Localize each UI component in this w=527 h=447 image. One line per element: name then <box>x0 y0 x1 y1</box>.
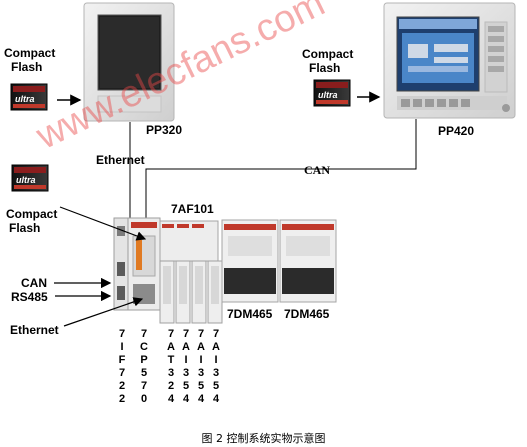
compact-flash-label-left: Compact Flash <box>4 46 55 74</box>
figure-caption: 图 2 控制系统实物示意图 <box>201 432 326 445</box>
col6-char: 7 <box>212 328 220 340</box>
col5-char: 5 <box>197 380 205 392</box>
col2-char: 7 <box>140 380 148 392</box>
col5-char: I <box>199 354 203 366</box>
col1-char: 7 <box>118 328 126 340</box>
pp320-panel <box>83 2 175 122</box>
module-7dm465-label-a: 7DM465 <box>227 307 273 321</box>
cf-right-line2: Flash <box>309 61 341 75</box>
module-column-7if722: 7 I F 7 2 2 <box>117 328 127 406</box>
col1-char: I <box>120 341 124 353</box>
compact-flash-card-right <box>313 79 351 107</box>
cf-left-line2: Flash <box>11 60 43 74</box>
ethernet-label-top: Ethernet <box>96 153 145 167</box>
col4-char: A <box>182 341 190 353</box>
can-bus-label: CAN <box>304 163 330 177</box>
module-column-7ai354-b: 7 A I 3 5 4 <box>196 328 206 406</box>
col5-char: 7 <box>197 328 205 340</box>
pp320-label: PP320 <box>146 123 183 137</box>
arrow-cf-to-cpu <box>59 206 147 241</box>
module-column-7cp570: 7 C P 5 7 0 <box>139 328 149 406</box>
col5-char: 3 <box>197 367 205 379</box>
ethernet-port-label: Ethernet <box>10 323 59 337</box>
col1-char: 2 <box>118 380 126 392</box>
col6-char: I <box>214 354 218 366</box>
col4-char: I <box>184 354 188 366</box>
arrow-ethernet-port <box>63 297 144 327</box>
controller-rack <box>113 217 337 324</box>
cf-brand-left: ultra <box>15 94 35 104</box>
col6-char: 3 <box>212 367 220 379</box>
col3-char: 7 <box>167 328 175 340</box>
col5-char: 4 <box>197 393 205 405</box>
col2-char: C <box>140 341 148 353</box>
col5-char: A <box>197 341 205 353</box>
module-column-7ai354-c: 7 A I 3 5 4 <box>211 328 221 406</box>
cf-brand-right: ultra <box>318 90 338 100</box>
cf-brand-bottom: ultra <box>16 175 36 185</box>
col6-char: 5 <box>212 380 220 392</box>
cf-bottom-line2: Flash <box>9 221 41 235</box>
col4-char: 7 <box>182 328 190 340</box>
compact-flash-label-bottom: Compact Flash <box>6 207 57 235</box>
can-bus-line <box>145 119 417 218</box>
col2-char: 0 <box>140 393 148 405</box>
col4-char: 5 <box>182 380 190 392</box>
pp420-panel <box>383 2 516 119</box>
module-column-7at324: 7 A T 3 2 4 <box>166 328 176 406</box>
module-7af101-label: 7AF101 <box>171 202 214 216</box>
col3-char: A <box>167 341 175 353</box>
col2-char: 5 <box>140 367 148 379</box>
col1-char: 7 <box>118 367 126 379</box>
col3-char: T <box>167 354 175 366</box>
col3-char: 4 <box>167 393 175 405</box>
col3-char: 3 <box>167 367 175 379</box>
col4-char: 4 <box>182 393 190 405</box>
col2-char: P <box>140 354 148 366</box>
can-port-label: CAN <box>21 276 47 290</box>
col2-char: 7 <box>140 328 148 340</box>
compact-flash-card-left <box>10 83 48 111</box>
rs485-port-label: RS485 <box>11 290 48 304</box>
module-7dm465-label-b: 7DM465 <box>284 307 330 321</box>
col1-char: 2 <box>118 393 126 405</box>
cf-bottom-line1: Compact <box>6 207 58 221</box>
cf-right-line1: Compact <box>302 47 354 61</box>
compact-flash-label-right: Compact Flash <box>302 47 353 75</box>
cf-left-line1: Compact <box>4 46 56 60</box>
col3-char: 2 <box>167 380 175 392</box>
compact-flash-card-bottom <box>11 164 49 192</box>
col1-char: F <box>118 354 126 366</box>
col6-char: 4 <box>212 393 220 405</box>
pp420-label: PP420 <box>438 124 475 138</box>
col4-char: 3 <box>182 367 190 379</box>
col6-char: A <box>212 341 220 353</box>
module-column-7ai354-a: 7 A I 3 5 4 <box>181 328 191 406</box>
